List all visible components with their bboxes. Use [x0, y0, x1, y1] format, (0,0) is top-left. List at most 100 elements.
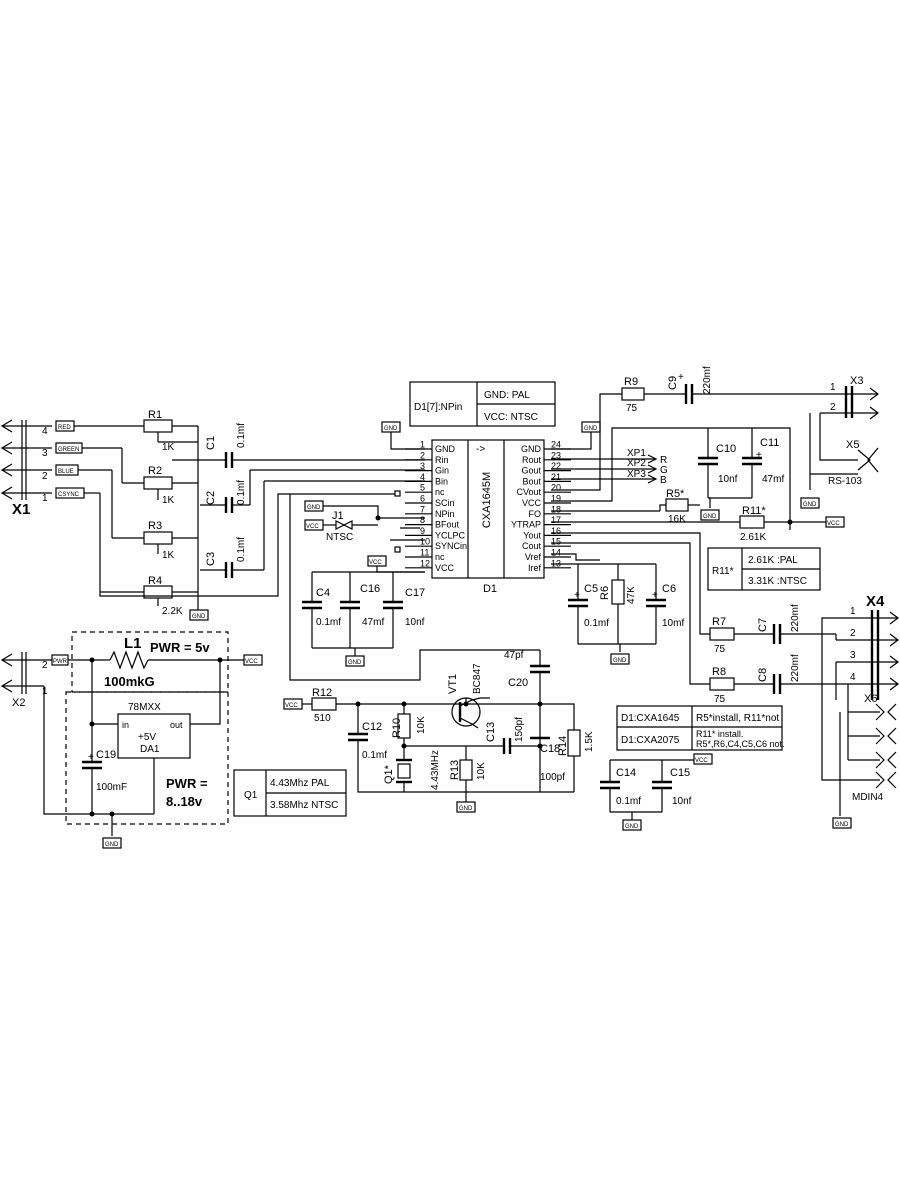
- x3-pin-1: 1: [830, 382, 836, 393]
- r-label: R: [660, 455, 667, 466]
- c14-ref: C14: [616, 767, 636, 779]
- c15-val: 10nf: [672, 796, 692, 807]
- vcc-label-pin12: VCC: [369, 560, 382, 566]
- decoupling-right-top: [698, 428, 762, 508]
- cap-c2: C2 0.1mf: [200, 469, 425, 513]
- r5-ref: R5*: [666, 488, 685, 500]
- c12-val: 0.1mf: [362, 750, 387, 761]
- x1-pin-1: 1: [42, 493, 48, 504]
- d1-variant-table: D1:CXA1645 R5*install, R11*not D1:CXA207…: [616, 705, 785, 751]
- c3-val: 0.1mf: [236, 537, 247, 562]
- pin-11-num: 11: [420, 548, 429, 558]
- r7-c7: R7 75 C7 220mf: [709, 604, 836, 655]
- r12: [311, 697, 337, 711]
- c20-val: 47pf: [504, 650, 524, 661]
- x1-pin-4: 4: [42, 426, 48, 437]
- pin-24-label: GND: [521, 444, 542, 454]
- r5: [665, 498, 689, 512]
- r12-ref: R12: [312, 687, 332, 699]
- q1-table: Q1 4.43Mhz PAL 3.58Mhz NTSC: [233, 769, 347, 817]
- r1-val: 1K: [162, 442, 175, 453]
- c4-val: 0.1mf: [316, 617, 341, 628]
- r1-ref: R1: [148, 409, 162, 421]
- r14-ref: R14: [557, 736, 569, 756]
- c5-val: 0.1mf: [584, 618, 609, 629]
- gnd-label-r13: GND: [459, 806, 473, 812]
- d1-table-1645: D1:CXA1645: [621, 713, 680, 724]
- c7-val: 220mf: [790, 604, 801, 632]
- pin-4-num: 4: [420, 472, 425, 482]
- c9-val: 220mf: [702, 366, 713, 394]
- pin-1-num: 1: [420, 440, 425, 450]
- x1-pin-2: 2: [42, 471, 48, 482]
- rgb-test-outputs: [551, 454, 658, 484]
- pin-17-num: 17: [551, 515, 561, 525]
- svg-text:+: +: [652, 590, 658, 601]
- decoupling-right-bottom: [568, 564, 666, 652]
- c16-ref: C16: [360, 583, 380, 595]
- pin-3-label: Gin: [435, 466, 449, 476]
- gnd-label-c14: GND: [625, 824, 639, 830]
- c7-ref: C7: [757, 618, 769, 632]
- r3-val: 1K: [162, 550, 175, 561]
- da1-type: 78MXX: [128, 702, 161, 713]
- pin-21-num: 21: [551, 472, 561, 482]
- mode-table-pal: GND: PAL: [484, 390, 530, 401]
- l1-ref: L1: [124, 635, 142, 652]
- decoupling-bottom: [600, 759, 694, 820]
- r11-ref: R11*: [742, 505, 766, 517]
- pin-16-label: Yout: [523, 530, 541, 540]
- pin-13-label: Iref: [528, 563, 542, 573]
- r11: [739, 515, 765, 529]
- xp3-label: XP3: [627, 469, 646, 480]
- gnd-label-r4: GND: [192, 614, 206, 620]
- vcc-label-j1: VCC: [306, 524, 319, 530]
- pin-20-num: 20: [551, 483, 561, 493]
- r7-ref: R7: [712, 616, 726, 628]
- r11-val: 2.61K: [740, 532, 766, 543]
- c14-val: 0.1mf: [616, 796, 641, 807]
- connector-x6: X6 MDIN4: [848, 693, 897, 803]
- x4-pin-3: 3: [850, 650, 856, 661]
- j1-ref: J1: [332, 510, 344, 522]
- c17-val: 10nf: [405, 617, 425, 628]
- r7-val: 75: [714, 644, 726, 655]
- mode-table-ntsc: VCC: NTSC: [484, 412, 538, 423]
- r6-ref: R6: [599, 586, 611, 600]
- da1-out: out: [170, 720, 183, 730]
- pwr818-region: [65, 691, 229, 825]
- r11-table: R11* 2.61K :PAL 3.31K :NTSC: [707, 547, 821, 591]
- pin-15-label: Cout: [522, 541, 542, 551]
- da1-ref: DA1: [140, 744, 160, 755]
- pwr818-b: 8..18v: [166, 794, 203, 809]
- pin-16-num: 16: [551, 526, 561, 536]
- pot-r2: R2 1K: [143, 465, 198, 506]
- d1-table-1645-note: R5*install, R11*not: [696, 713, 779, 724]
- r11-table-pal: 2.61K :PAL: [748, 555, 798, 566]
- pin-10-num: 10: [420, 537, 430, 547]
- r8-c8: R8 75 C8 220mf: [709, 654, 848, 705]
- pin-1-label: GND: [435, 444, 456, 454]
- q1-table-label: Q1: [244, 790, 258, 801]
- mode-table: D1[7]:NPin GND: PAL VCC: NTSC: [409, 381, 556, 427]
- c6-ref: C6: [662, 583, 676, 595]
- pin-11-label: nc: [435, 552, 445, 562]
- r5-val: 16K: [668, 514, 686, 525]
- pwr-label: PWR: [53, 659, 68, 665]
- input-wiring: [74, 425, 144, 593]
- r14: [567, 729, 581, 757]
- gnd-label-pin1: GND: [384, 426, 398, 432]
- pin-2-num: 2: [420, 450, 425, 460]
- r11-table-label: R11*: [712, 566, 734, 577]
- q1-ref: Q1*: [383, 764, 395, 784]
- gnd-label-power: GND: [105, 842, 119, 848]
- vcc-label-r12: VCC: [285, 703, 298, 709]
- r6-val: 47K: [626, 586, 637, 604]
- pin-10-label: SYNCin: [435, 541, 467, 551]
- x3-pin-2: 2: [830, 402, 836, 413]
- q1-table-pal: 4.43Mhz PAL: [270, 778, 330, 789]
- pin-5-num: 5: [420, 483, 425, 493]
- jumper-j1[interactable]: J1 NTSC: [323, 510, 378, 543]
- pin-8-label: BFout: [435, 520, 460, 530]
